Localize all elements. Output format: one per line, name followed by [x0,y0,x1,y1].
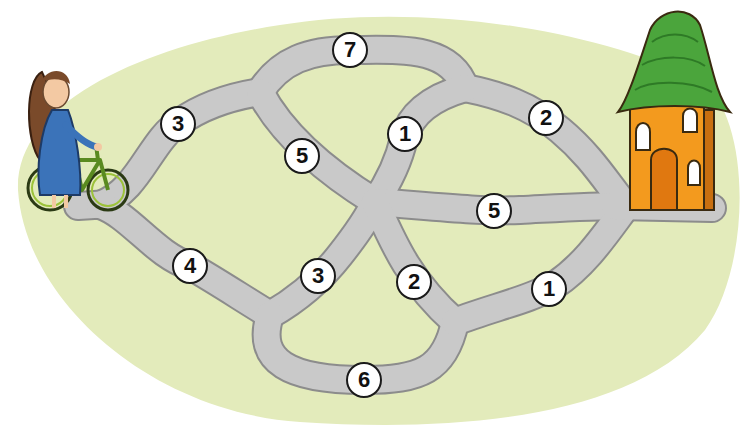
number-circle: 5 [476,193,512,229]
road [375,88,465,202]
roof-tiles [635,35,712,93]
callout-number: 3 [172,113,184,135]
callout-number: 2 [408,271,420,293]
road [270,202,375,315]
callout-number: 7 [344,39,356,61]
house-window [636,123,650,150]
number-circle: 3 [160,106,196,142]
girl-legs [54,195,66,208]
road [260,92,375,202]
road-surface [78,50,712,380]
house-roof [618,12,730,112]
road-edge [100,205,270,315]
number-circle: 1 [387,116,423,152]
girl-fringe [42,71,70,84]
callout-number: 5 [296,145,308,167]
girl-hand [94,143,102,151]
road [455,208,625,322]
number-circle: 2 [528,100,564,136]
house-door [651,149,677,210]
road-edge [465,88,625,205]
road-edge [455,208,625,322]
house-side [704,110,714,210]
road [465,88,625,205]
girl-with-bicycle [28,71,128,210]
house [618,12,730,210]
house-window [683,109,697,133]
callout-number: 1 [543,278,555,300]
road-edge [260,92,375,202]
grass-ground [18,17,740,425]
callout-number: 6 [358,369,370,391]
road [100,205,270,315]
number-circle: 2 [396,264,432,300]
girl-dress [39,110,81,195]
house-window [688,161,700,186]
callout-number: 3 [312,265,324,287]
number-circle: 6 [346,362,382,398]
girl-arm [66,125,97,147]
number-circle: 3 [300,258,336,294]
house-wall [630,100,704,210]
number-circle: 5 [284,138,320,174]
number-circle: 4 [172,248,208,284]
number-circle: 1 [531,271,567,307]
road [375,202,455,322]
road-edge [270,202,375,315]
road-outline [78,50,712,380]
callout-number: 2 [540,107,552,129]
callout-number: 1 [399,123,411,145]
callout-number: 5 [488,200,500,222]
number-circle: 7 [332,32,368,68]
callout-number: 4 [184,255,196,277]
road-edge [375,88,465,202]
